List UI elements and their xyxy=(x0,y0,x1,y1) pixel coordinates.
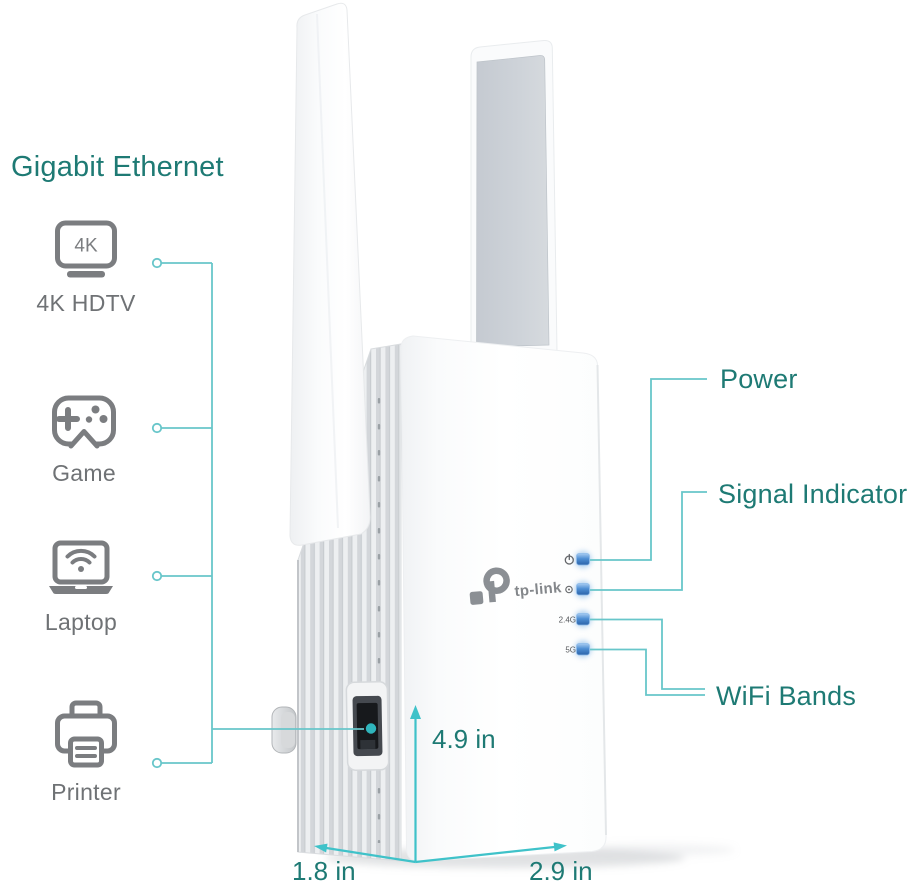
power-callout: Power xyxy=(720,364,798,394)
signal-led xyxy=(576,583,590,596)
band-5g-label: 5G xyxy=(565,646,576,655)
wifi-bands-callout: WiFi Bands xyxy=(716,681,857,711)
device-label: Printer xyxy=(51,779,121,805)
wps-button xyxy=(271,706,297,754)
power-icon xyxy=(564,553,574,565)
laptop-icon xyxy=(49,540,113,594)
device-item-laptop: Laptop xyxy=(19,540,143,636)
left-antenna xyxy=(289,2,371,546)
dimension-arrowheads xyxy=(314,705,567,853)
device-item-printer: Printer xyxy=(24,700,148,806)
width-dimension-label: 2.9 in xyxy=(529,856,593,885)
tplink-logo: tp-link xyxy=(469,567,563,605)
left-connector-dots xyxy=(151,257,163,769)
device-label: Laptop xyxy=(44,609,118,635)
device-body xyxy=(400,335,607,862)
signal-icon xyxy=(565,585,573,594)
tv-4k-icon: 4K xyxy=(55,220,117,278)
dimension-lines xyxy=(319,714,560,864)
left-connector-lines xyxy=(161,262,364,764)
page-title: Gigabit Ethernet xyxy=(11,151,224,183)
band-5g-led xyxy=(576,643,590,656)
depth-dimension-label: 1.8 in xyxy=(292,856,356,885)
gamepad-icon xyxy=(52,395,116,449)
led-mini-labels: 2.4G 5G xyxy=(559,553,576,655)
tv-4k-badge: 4K xyxy=(74,236,98,257)
device-item-4k-hdtv: 4K 4K HDTV xyxy=(24,219,148,317)
band-2-4g-label: 2.4G xyxy=(559,616,576,625)
printer-icon xyxy=(55,700,117,768)
band-2-4g-led xyxy=(576,613,590,626)
tplink-logo-text: tp-link xyxy=(514,579,563,600)
device-item-game: Game xyxy=(22,395,146,487)
signal-indicator-callout: Signal Indicator xyxy=(718,479,908,509)
device-label: 4K HDTV xyxy=(36,290,136,316)
ethernet-port-dot xyxy=(365,723,377,734)
device-label: Game xyxy=(52,460,116,486)
power-led xyxy=(576,553,590,566)
right-antenna xyxy=(470,39,558,355)
height-dimension-label: 4.9 in xyxy=(432,724,496,754)
right-connector-lines xyxy=(590,378,707,696)
status-leds xyxy=(575,551,591,657)
